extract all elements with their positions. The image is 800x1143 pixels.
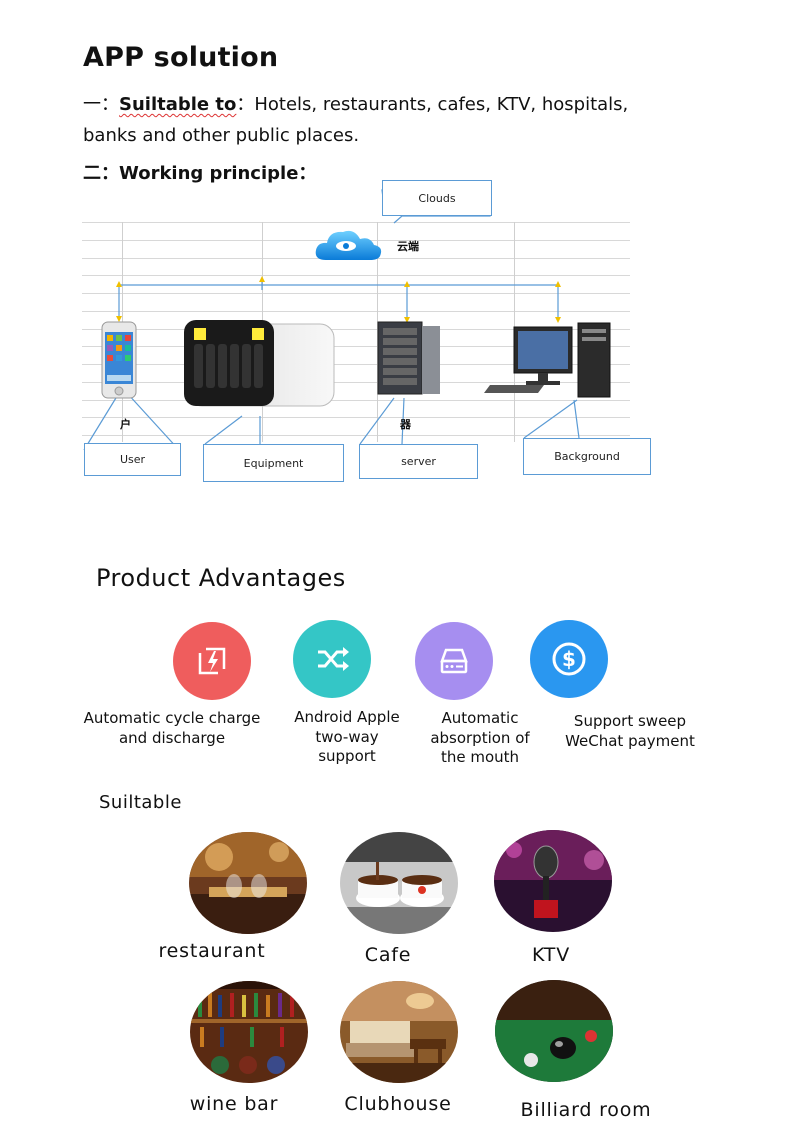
place-label-billiard-room: Billiard room [520, 1099, 652, 1121]
page-title: APP solution [83, 42, 279, 73]
working-principle-diagram: Clouds 云端 户 器 [82, 178, 652, 488]
clouds-callout: Clouds [382, 180, 492, 216]
drive-icon [415, 622, 493, 700]
wine-bar-photo [190, 981, 308, 1083]
cloud-icon [315, 230, 382, 260]
user-cn-glyph: 户 [120, 419, 131, 431]
suitable-line: 一：Suiltable to：Hotels, restaurants, cafe… [83, 90, 628, 116]
shuffle-icon [293, 620, 371, 698]
cafe-photo [340, 832, 458, 934]
cloud-cn-label: 云端 [397, 240, 419, 253]
restaurant-photo [189, 832, 307, 934]
server-label-box: server [359, 444, 478, 479]
grid-line [82, 382, 630, 383]
server-tower-icon [377, 321, 440, 395]
place-label-restaurant: restaurant [158, 940, 266, 962]
background-label-box: Background [523, 438, 651, 475]
grid-line [82, 222, 630, 223]
smartphone-icon [101, 321, 137, 399]
working-principle-heading: 二：Working principle： [83, 163, 317, 184]
product-advantages-heading: Product Advantages [96, 564, 346, 592]
suitable-line-continued: banks and other public places. [83, 125, 360, 146]
grid-line [82, 293, 630, 294]
desktop-computer-icon [484, 322, 611, 398]
dollar-coin-icon: $ [530, 620, 608, 698]
billiard-room-photo [495, 980, 613, 1082]
equipment-label-box: Equipment [203, 444, 344, 482]
grid-line [82, 400, 630, 401]
grid-line [82, 435, 630, 436]
suitable-to-label: Suiltable to [119, 94, 237, 115]
place-label-ktv: KTV [532, 944, 570, 966]
grid-line [82, 275, 630, 276]
suitable-heading: Suiltable [99, 792, 182, 813]
user-label-box: User [84, 443, 181, 476]
place-label-wine-bar: wine bar [189, 1093, 279, 1115]
section-one-marker: 一： [83, 94, 119, 115]
grid-line [82, 417, 630, 418]
grid-line [82, 364, 630, 365]
charge-cycle-icon [173, 622, 251, 700]
server-cn-glyph: 器 [400, 419, 411, 431]
grid-line [82, 329, 630, 330]
place-label-clubhouse: Clubhouse [344, 1093, 452, 1115]
charging-station-icon [184, 320, 335, 407]
grid-line [82, 346, 630, 347]
place-label-cafe: Cafe [364, 944, 412, 966]
ktv-photo [494, 830, 612, 932]
svg-text:$: $ [562, 647, 576, 671]
clubhouse-photo [340, 981, 458, 1083]
suitable-places-text: ：Hotels, restaurants, cafes, KTV, hospit… [236, 94, 629, 115]
grid-line [82, 311, 630, 312]
